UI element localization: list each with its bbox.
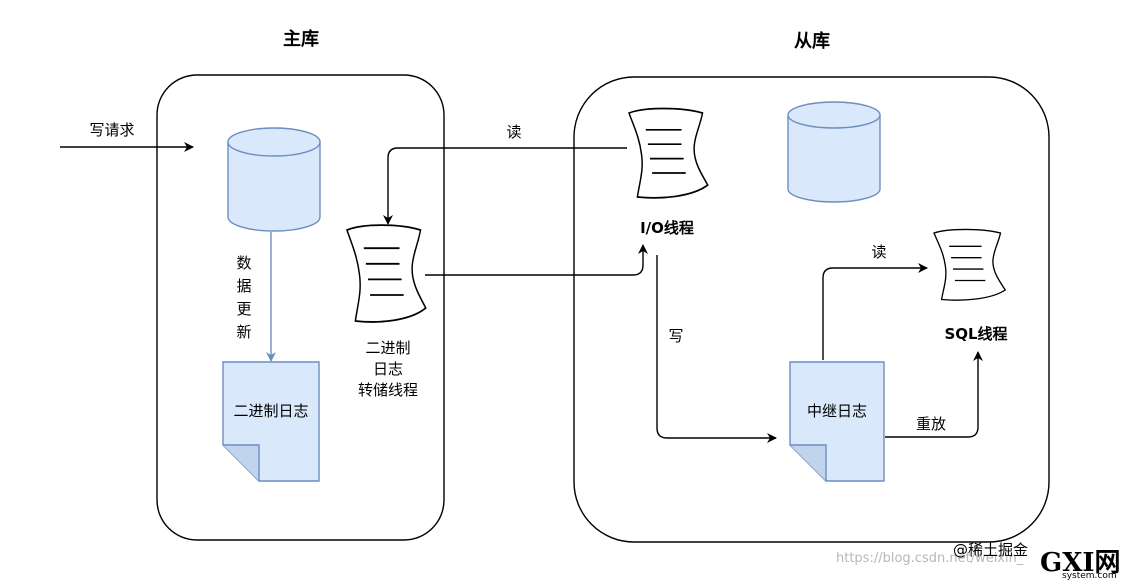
juejin-watermark: @稀土掘金 — [953, 541, 1028, 559]
sql-read-arrow — [822, 263, 928, 360]
data-update-label-3: 更 — [236, 300, 251, 318]
write-request-label: 写请求 — [89, 121, 134, 139]
replay-label: 重放 — [916, 415, 946, 433]
slave-database-icon — [787, 101, 881, 203]
sql-thread-label: SQL线程 — [944, 325, 1007, 343]
slave-title: 从库 — [794, 30, 830, 52]
data-update-label-2: 据 — [236, 277, 251, 295]
csdn-watermark: https://blog.csdn.net/weixin_ — [836, 551, 1024, 566]
master-binlog-document-icon — [222, 361, 320, 482]
binlog-dump-thread-label-1: 二进制 — [365, 339, 410, 357]
relay-log-label: 中继日志 — [807, 402, 867, 420]
write-label: 写 — [668, 327, 683, 345]
io-thread-label: I/O线程 — [640, 219, 694, 237]
master-database-icon — [227, 127, 321, 232]
data-update-label-1: 数 — [236, 254, 251, 272]
binlog-dump-thread-label-2: 日志 — [373, 360, 403, 378]
read-label: 读 — [506, 123, 521, 141]
gxi-site: system.com — [1062, 571, 1117, 581]
read-arrow — [383, 147, 627, 225]
sql-read-label: 读 — [871, 243, 886, 261]
relay-log-document-icon — [789, 361, 885, 482]
write-arrow — [656, 255, 777, 443]
binlog-dump-thread-label-3: 转储线程 — [358, 381, 418, 399]
replay-arrow — [885, 351, 983, 438]
master-title: 主库 — [283, 28, 319, 50]
binlog-transfer-arrow — [425, 244, 648, 276]
master-binlog-label: 二进制日志 — [233, 402, 308, 420]
gxi-logo: GXI网 — [1040, 548, 1121, 578]
data-update-label-4: 新 — [236, 323, 251, 341]
